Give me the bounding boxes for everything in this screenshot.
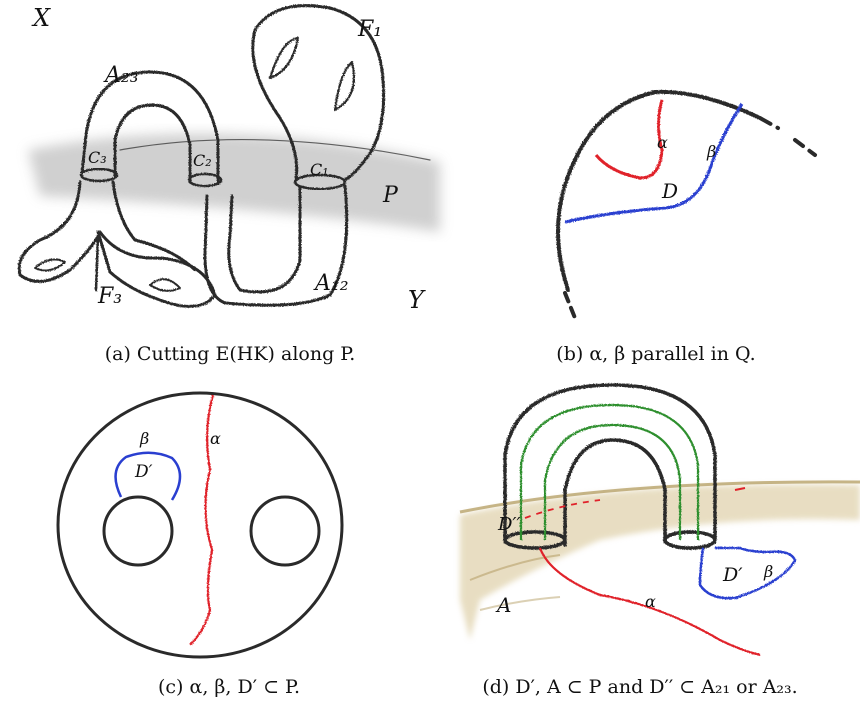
label-f1: F₁ bbox=[357, 17, 382, 42]
label-alpha-d: α bbox=[645, 592, 656, 611]
label-dprime-c: D′ bbox=[134, 462, 153, 482]
arch-d bbox=[503, 383, 717, 550]
label-beta-c: β bbox=[139, 429, 149, 448]
panel-a: X F₁ A₂₃ C₃ C₂ C₁ P A₁₂ F₃ Y (a) Cutting… bbox=[17, 4, 440, 365]
label-beta-d: β bbox=[763, 562, 773, 581]
curve-green-outer bbox=[519, 403, 700, 540]
caption-d: (d) D′, A ⊂ P and D′′ ⊂ A₂₁ or A₂₃. bbox=[482, 676, 797, 698]
label-x: X bbox=[31, 4, 51, 32]
curve-alpha bbox=[594, 99, 664, 180]
circle-c2 bbox=[187, 172, 223, 188]
label-c1: C₁ bbox=[310, 160, 329, 179]
curve-beta-c bbox=[114, 451, 182, 501]
tube-a12 bbox=[203, 184, 349, 307]
circle-c3 bbox=[79, 167, 119, 183]
circles-c bbox=[79, 167, 347, 191]
curve-dprime-d bbox=[698, 546, 797, 600]
panel-c: α β D′ (c) α, β, D′ ⊂ P. bbox=[56, 391, 344, 698]
panel-b: α β D (b) α, β parallel in Q. bbox=[556, 89, 817, 365]
caption-b: (b) α, β parallel in Q. bbox=[556, 343, 755, 365]
outer-boundary bbox=[56, 391, 344, 659]
label-f3: F₃ bbox=[97, 284, 122, 309]
label-a12: A₁₂ bbox=[313, 271, 349, 296]
disk-q-boundary bbox=[556, 89, 760, 292]
curve-alpha-c bbox=[189, 394, 215, 646]
label-d: D bbox=[661, 179, 678, 203]
label-c3: C₃ bbox=[88, 148, 107, 167]
label-alpha-c: α bbox=[210, 429, 221, 448]
label-p: P bbox=[382, 183, 399, 208]
hole-left bbox=[102, 495, 174, 567]
label-ddprime-d: D′′ bbox=[497, 514, 521, 535]
handle-f1 bbox=[251, 4, 386, 182]
label-a-d: A bbox=[495, 593, 511, 617]
handle-f3 bbox=[17, 180, 217, 308]
curve-alpha-d bbox=[538, 547, 761, 657]
circle-c1 bbox=[293, 173, 347, 191]
label-alpha-b: α bbox=[657, 133, 668, 152]
plane-tan-shading bbox=[460, 484, 860, 640]
caption-a: (a) Cutting E(HK) along P. bbox=[105, 343, 356, 365]
label-c2: C₂ bbox=[193, 151, 212, 170]
plane-p-shading bbox=[28, 133, 440, 232]
label-a23: A₂₃ bbox=[103, 63, 139, 88]
label-beta-b: β bbox=[706, 142, 716, 161]
curve-beta bbox=[564, 103, 744, 224]
hole-right bbox=[249, 495, 321, 567]
arch-a23 bbox=[80, 70, 220, 184]
panel-d: D′′ β D′ α A (d) D′, A ⊂ P and D′′ ⊂ A₂₁… bbox=[459, 383, 860, 698]
label-dprime-d: D′ bbox=[722, 564, 743, 586]
caption-c: (c) α, β, D′ ⊂ P. bbox=[158, 676, 300, 698]
label-y: Y bbox=[408, 286, 426, 314]
curve-green-inner bbox=[543, 423, 682, 540]
